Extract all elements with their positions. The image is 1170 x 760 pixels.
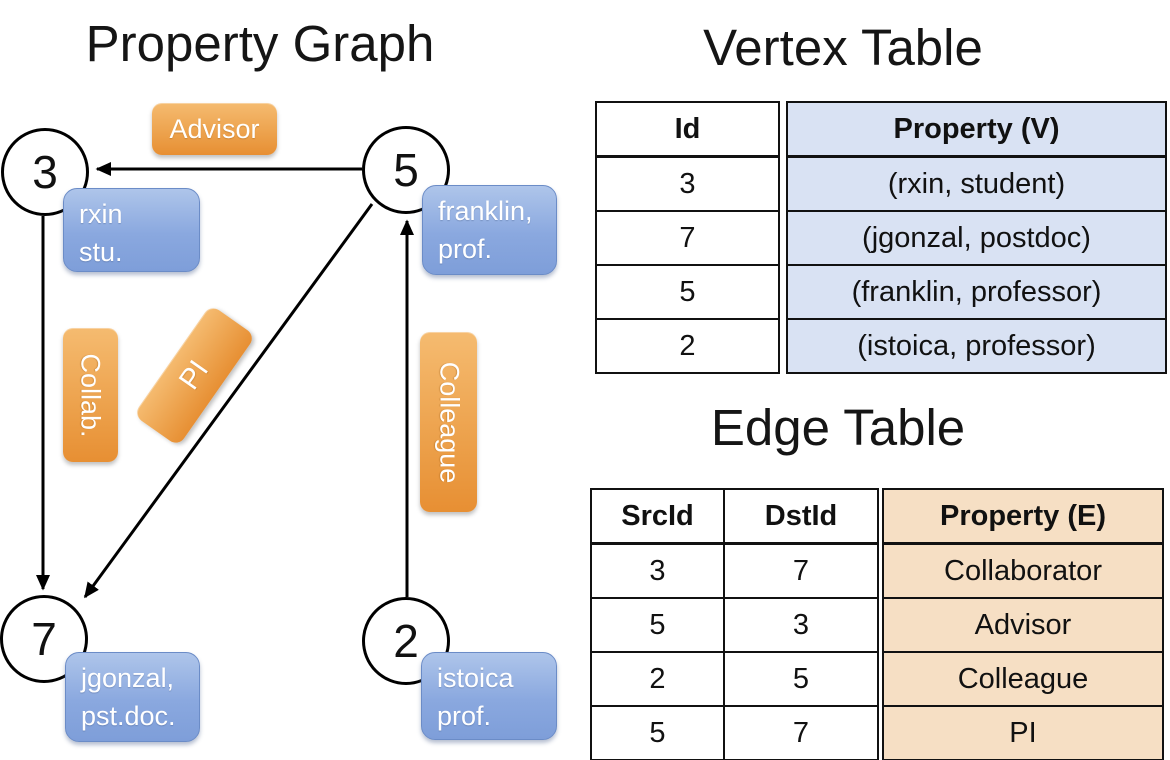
- edge-property-cell: Advisor: [882, 597, 1164, 653]
- vertex-property-cell: (franklin, professor): [786, 264, 1167, 320]
- property-line: stu.: [79, 237, 123, 267]
- table-row: PI: [882, 705, 1164, 760]
- table-row: Advisor: [882, 597, 1164, 653]
- table-row: Collaborator: [882, 542, 1164, 599]
- graph-node-2: 2: [362, 597, 450, 685]
- edge-table-header-dstid: DstId: [723, 488, 879, 545]
- edge-property-cell: Colleague: [882, 651, 1164, 707]
- property-line: prof.: [438, 234, 493, 264]
- edge-srcid-cell: 3: [590, 542, 725, 599]
- property-line: jgonzal,: [81, 663, 175, 693]
- edge-5-to-7-pi: [83, 203, 374, 599]
- node-id-label: 2: [393, 615, 419, 667]
- property-line: istoica: [437, 663, 514, 693]
- node-id-label: 3: [32, 146, 58, 198]
- table-row: (rxin, student): [786, 155, 1167, 212]
- edge-label-advisor: Advisor: [152, 103, 277, 155]
- graph-edges-canvas: [35, 161, 415, 599]
- property-line: prof.: [437, 701, 492, 731]
- edge-property-cell: Collaborator: [882, 542, 1164, 599]
- table-row: 7: [595, 210, 780, 266]
- edge-label-colleague: Colleague: [420, 332, 477, 512]
- property-line: franklin,: [438, 196, 533, 226]
- edge-label-text: Colleague: [434, 361, 464, 483]
- vertex-table-header-property: Property (V): [786, 101, 1167, 158]
- vertex-table-header-id: Id: [595, 101, 780, 158]
- vertex-table-id-column: Id 3 7 5 2: [595, 101, 780, 374]
- vertex-table-title: Vertex Table: [703, 19, 983, 76]
- table-row: 3 7: [590, 542, 879, 599]
- vertex-id-cell: 7: [595, 210, 780, 266]
- edge-dstid-cell: 7: [723, 705, 879, 760]
- graph-title: Property Graph: [85, 15, 435, 72]
- table-row: (jgonzal, postdoc): [786, 210, 1167, 266]
- vertex-property-box-2: istoica prof.: [421, 652, 557, 740]
- edge-label-text: Collab.: [76, 352, 107, 438]
- vertex-property-box-7: jgonzal, pst.doc.: [65, 652, 200, 742]
- vertex-property-cell: (istoica, professor): [786, 318, 1167, 374]
- vertex-id-cell: 5: [595, 264, 780, 320]
- edge-property-cell: PI: [882, 705, 1164, 760]
- table-row: 5: [595, 264, 780, 320]
- table-row: Colleague: [882, 651, 1164, 707]
- table-row: 5 3: [590, 597, 879, 653]
- vertex-property-cell: (rxin, student): [786, 155, 1167, 212]
- edge-srcid-cell: 5: [590, 705, 725, 760]
- edge-table-header-property: Property (E): [882, 488, 1164, 545]
- edge-table-id-columns: SrcId DstId 3 7 5 3 2 5 5 7: [590, 488, 879, 760]
- edge-table-title: Edge Table: [710, 399, 966, 456]
- edge-table-header-srcid: SrcId: [590, 488, 725, 545]
- edge-srcid-cell: 2: [590, 651, 725, 707]
- property-line: rxin: [79, 199, 123, 229]
- edge-label-collab: Collab.: [63, 328, 118, 462]
- edge-dstid-cell: 7: [723, 542, 879, 599]
- vertex-property-box-5: franklin, prof.: [422, 185, 557, 275]
- table-row: 5 7: [590, 705, 879, 760]
- edge-srcid-cell: 5: [590, 597, 725, 653]
- graph-node-5: 5: [362, 126, 450, 214]
- edge-label-text: PI: [173, 354, 216, 396]
- edge-dstid-cell: 3: [723, 597, 879, 653]
- vertex-property-box-3: rxin stu.: [63, 188, 200, 272]
- table-row: 2 5: [590, 651, 879, 707]
- vertex-property-cell: (jgonzal, postdoc): [786, 210, 1167, 266]
- vertex-table-property-column: Property (V) (rxin, student) (jgonzal, p…: [786, 101, 1167, 374]
- table-row: (istoica, professor): [786, 318, 1167, 374]
- edge-label-text: Advisor: [169, 113, 260, 144]
- edge-dstid-cell: 5: [723, 651, 879, 707]
- vertex-id-cell: 3: [595, 155, 780, 212]
- property-line: pst.doc.: [81, 701, 176, 731]
- table-row: 2: [595, 318, 780, 374]
- table-row: 3: [595, 155, 780, 212]
- node-id-label: 7: [31, 613, 57, 665]
- node-id-label: 5: [393, 144, 419, 196]
- table-row: (franklin, professor): [786, 264, 1167, 320]
- edge-table-property-column: Property (E) Collaborator Advisor Collea…: [882, 488, 1164, 760]
- vertex-id-cell: 2: [595, 318, 780, 374]
